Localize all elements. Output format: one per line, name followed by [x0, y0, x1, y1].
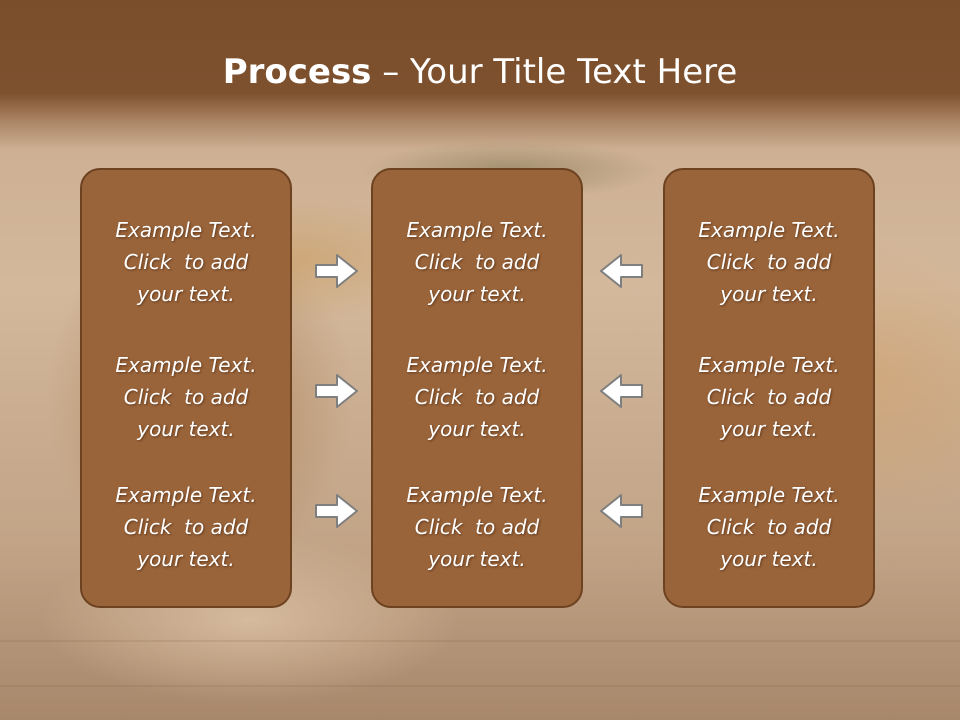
title-banner — [0, 0, 960, 150]
text-line: your text. — [428, 282, 526, 306]
text-line: Click to add — [414, 385, 540, 409]
arrow-right-icon[interactable] — [313, 371, 361, 411]
text-line: Click to add — [414, 250, 540, 274]
text-line: Example Text. — [698, 353, 840, 377]
text-placeholder[interactable]: Example Text. Click to add your text. — [82, 349, 290, 445]
text-line: Example Text. — [406, 483, 548, 507]
text-line: your text. — [137, 547, 235, 571]
text-line: your text. — [137, 417, 235, 441]
arrow-left-icon[interactable] — [597, 371, 645, 411]
panel-left[interactable]: Example Text. Click to add your text. Ex… — [80, 168, 292, 608]
arrow-left-icon[interactable] — [597, 491, 645, 531]
title-bold: Process — [222, 52, 372, 92]
text-line: your text. — [428, 417, 526, 441]
text-line: Click to add — [123, 250, 249, 274]
text-line: Example Text. — [406, 353, 548, 377]
text-line: Example Text. — [115, 218, 257, 242]
text-line: Click to add — [706, 250, 832, 274]
title-rest: – Your Title Text Here — [371, 52, 738, 92]
text-line: Click to add — [123, 515, 249, 539]
arrow-right-icon[interactable] — [313, 491, 361, 531]
text-line: your text. — [720, 547, 818, 571]
panel-right[interactable]: Example Text. Click to add your text. Ex… — [663, 168, 875, 608]
text-line: your text. — [137, 282, 235, 306]
background-board-line — [0, 685, 960, 687]
text-line: Example Text. — [698, 218, 840, 242]
text-line: Click to add — [706, 385, 832, 409]
text-line: your text. — [720, 282, 818, 306]
text-placeholder[interactable]: Example Text. Click to add your text. — [665, 479, 873, 575]
text-line: Click to add — [123, 385, 249, 409]
text-placeholder[interactable]: Example Text. Click to add your text. — [665, 214, 873, 310]
text-placeholder[interactable]: Example Text. Click to add your text. — [373, 349, 581, 445]
text-line: your text. — [720, 417, 818, 441]
text-placeholder[interactable]: Example Text. Click to add your text. — [373, 214, 581, 310]
background-board-line — [0, 640, 960, 642]
arrow-right-icon[interactable] — [313, 251, 361, 291]
slide-title[interactable]: Process – Your Title Text Here — [0, 52, 960, 92]
panel-middle[interactable]: Example Text. Click to add your text. Ex… — [371, 168, 583, 608]
text-placeholder[interactable]: Example Text. Click to add your text. — [665, 349, 873, 445]
text-placeholder[interactable]: Example Text. Click to add your text. — [82, 479, 290, 575]
text-line: Example Text. — [115, 353, 257, 377]
text-line: Click to add — [706, 515, 832, 539]
text-line: Click to add — [414, 515, 540, 539]
text-placeholder[interactable]: Example Text. Click to add your text. — [82, 214, 290, 310]
arrow-left-icon[interactable] — [597, 251, 645, 291]
text-line: your text. — [428, 547, 526, 571]
text-line: Example Text. — [698, 483, 840, 507]
text-line: Example Text. — [406, 218, 548, 242]
text-line: Example Text. — [115, 483, 257, 507]
text-placeholder[interactable]: Example Text. Click to add your text. — [373, 479, 581, 575]
